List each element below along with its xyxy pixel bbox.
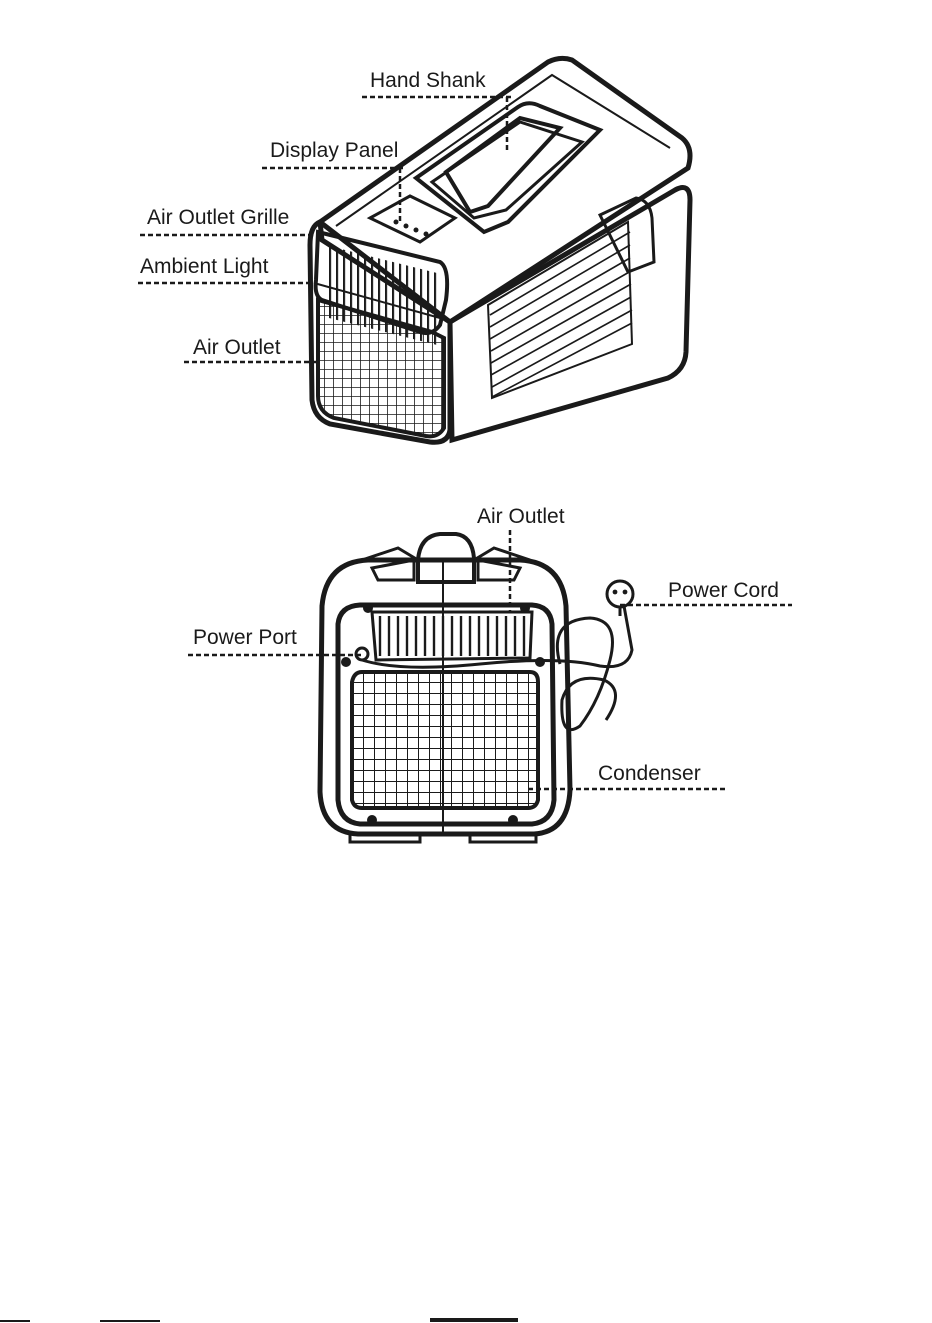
label-power-port: Power Port	[193, 627, 297, 648]
label-power-cord: Power Cord	[668, 580, 779, 601]
condenser-mesh	[352, 672, 538, 808]
footer-mark-mid	[100, 1320, 160, 1322]
label-condenser: Condenser	[598, 763, 701, 784]
back-air-outlet-louvres	[378, 616, 528, 656]
back-view-illustration	[0, 0, 932, 900]
footer-rule	[430, 1318, 518, 1322]
back-top-slot	[372, 560, 520, 580]
power-plug	[607, 581, 633, 616]
label-air-outlet-back: Air Outlet	[477, 506, 565, 527]
footer-mark-left	[0, 1320, 30, 1322]
